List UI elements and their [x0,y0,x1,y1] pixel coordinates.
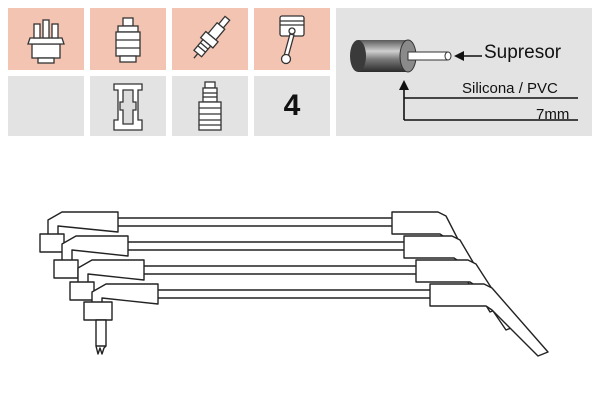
straight-boot-terminal-icon [113,83,143,131]
material-label: Silicona / PVC [462,80,558,97]
piston-tile [254,8,330,70]
ignition-coil-icon [115,17,141,63]
spark-plug-icon [193,15,231,59]
ignition-wire-1 [39,211,487,299]
spark-plug-tile [172,8,248,70]
cable-spec-panel: Supresor Silicona / PVC 7mm [336,8,592,136]
straight-boot-tile [90,76,166,136]
ignition-coil-tile [90,8,166,70]
cable-count: 4 [283,89,301,122]
ignition-wire-set-drawing [39,211,549,357]
ignition-wire-2 [53,235,501,313]
diameter-label: 7mm [536,106,570,123]
spark-plug-boot-icon [198,81,222,131]
ignition-wire-4 [83,283,549,357]
cable-count-tile: 4 [254,76,330,136]
distributor-cap-icon [27,19,65,64]
cable-cylinder [350,39,452,73]
piston-icon [279,15,305,65]
plug-boot-tile [172,76,248,136]
ignition-wire-3 [69,259,517,331]
empty-tile [8,76,84,136]
distributor-cap-tile [8,8,84,70]
suppressor-label: Supresor [484,42,562,63]
cable-cross-section-diagram [350,39,578,121]
